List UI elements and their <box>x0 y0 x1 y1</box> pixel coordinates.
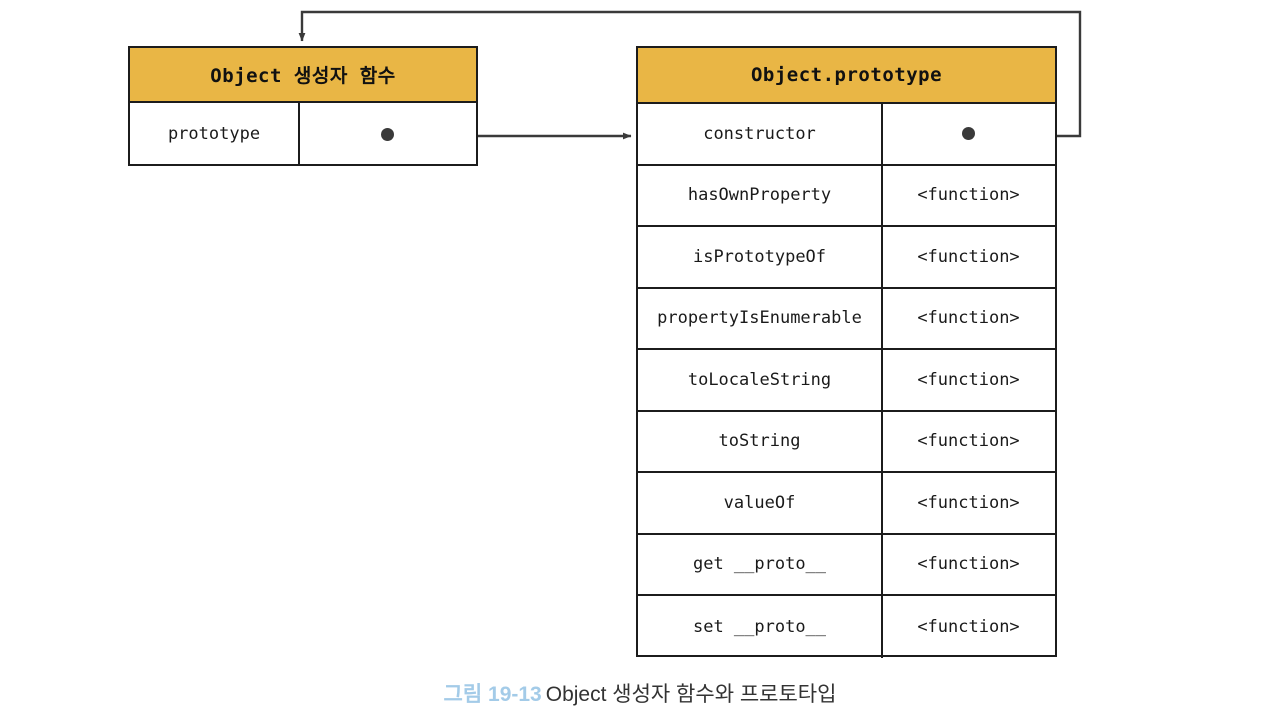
property-name-propertyisenumerable: propertyIsEnumerable <box>638 288 883 348</box>
figure-caption-number: 그림 19-13 <box>443 683 542 706</box>
object-prototype-title: Object.prototype <box>638 48 1055 104</box>
object-prototype-box: Object.prototype constructor hasOwnPrope… <box>636 46 1057 658</box>
property-value-get-proto: <function> <box>917 554 1020 575</box>
reference-dot-icon <box>380 127 394 141</box>
property-name-hasownproperty: hasOwnProperty <box>638 165 883 225</box>
property-value-prototype <box>300 103 475 166</box>
table-row: get __proto__ <function> <box>638 534 1055 596</box>
property-name-tostring: toString <box>638 411 883 471</box>
property-value-isprototypeof: <function> <box>917 246 1020 267</box>
property-name-constructor: constructor <box>638 104 883 164</box>
table-row: prototype <box>130 103 476 166</box>
table-row: toLocaleString <function> <box>638 350 1055 412</box>
property-name-prototype: prototype <box>130 103 300 166</box>
table-row: hasOwnProperty <function> <box>638 165 1055 227</box>
property-value-tostring: <function> <box>917 431 1020 452</box>
figure-caption-text: Object 생성자 함수와 프로토타입 <box>545 683 837 706</box>
property-value-hasownproperty: <function> <box>917 185 1020 206</box>
object-constructor-function-title: Object 생성자 함수 <box>130 48 476 103</box>
property-name-isprototypeof: isPrototypeOf <box>638 227 883 287</box>
property-name-set-proto: set __proto__ <box>638 596 883 658</box>
table-row: set __proto__ <function> <box>638 596 1055 658</box>
table-row: propertyIsEnumerable <function> <box>638 288 1055 350</box>
table-row: valueOf <function> <box>638 473 1055 535</box>
table-row: toString <function> <box>638 411 1055 473</box>
property-name-valueof: valueOf <box>638 473 883 533</box>
table-row: constructor <box>638 104 1055 166</box>
property-value-set-proto: <function> <box>917 616 1020 637</box>
property-value-tolocalestring: <function> <box>917 369 1020 390</box>
property-value-valueof: <function> <box>917 492 1020 513</box>
property-value-propertyisenumerable: <function> <box>917 308 1020 329</box>
property-name-tolocalestring: toLocaleString <box>638 350 883 410</box>
object-constructor-function-box: Object 생성자 함수 prototype <box>128 46 478 166</box>
reference-dot-icon <box>962 127 975 141</box>
table-row: isPrototypeOf <function> <box>638 227 1055 289</box>
property-name-get-proto: get __proto__ <box>638 534 883 594</box>
property-value-constructor <box>883 104 1054 164</box>
